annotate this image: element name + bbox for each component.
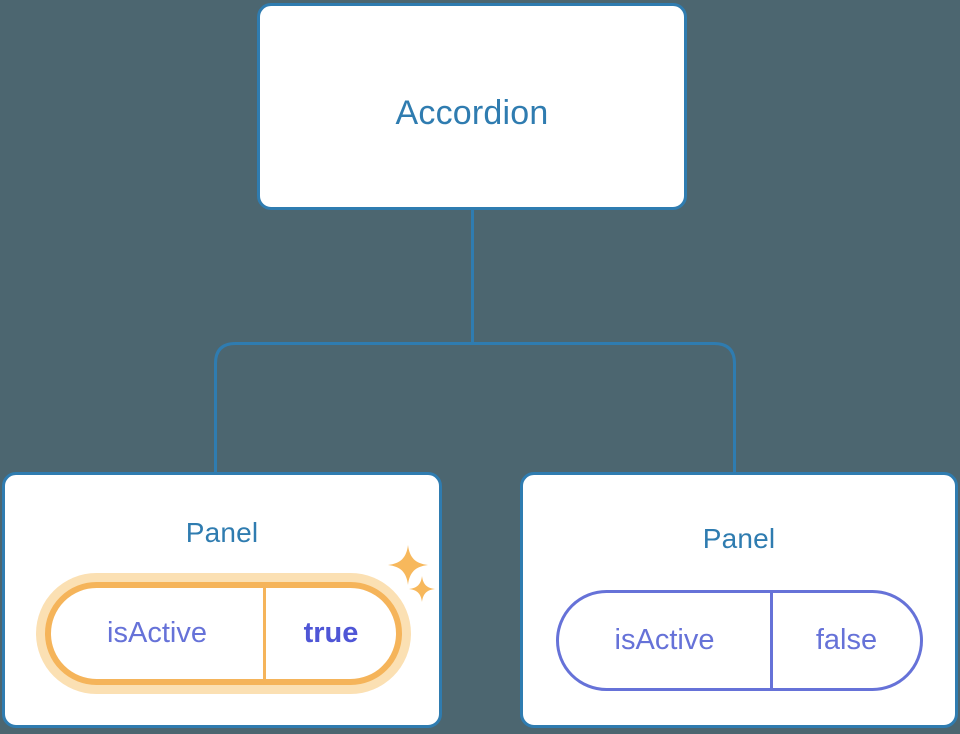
connector-branch-bus	[214, 342, 736, 472]
node-accordion[interactable]: Accordion	[257, 3, 687, 210]
node-accordion-title: Accordion	[395, 94, 549, 132]
prop-pill-key: isActive	[51, 588, 266, 679]
prop-pill-value: false	[815, 624, 878, 656]
prop-pill-value: true	[303, 617, 359, 649]
prop-pill-key: isActive	[559, 593, 773, 688]
prop-pill-isactive-true[interactable]: isActive true	[45, 582, 402, 685]
prop-pill-isactive-false[interactable]: isActive false	[556, 590, 923, 691]
node-panel-inactive-title: Panel	[702, 523, 776, 554]
node-panel-active-title: Panel	[185, 517, 259, 548]
